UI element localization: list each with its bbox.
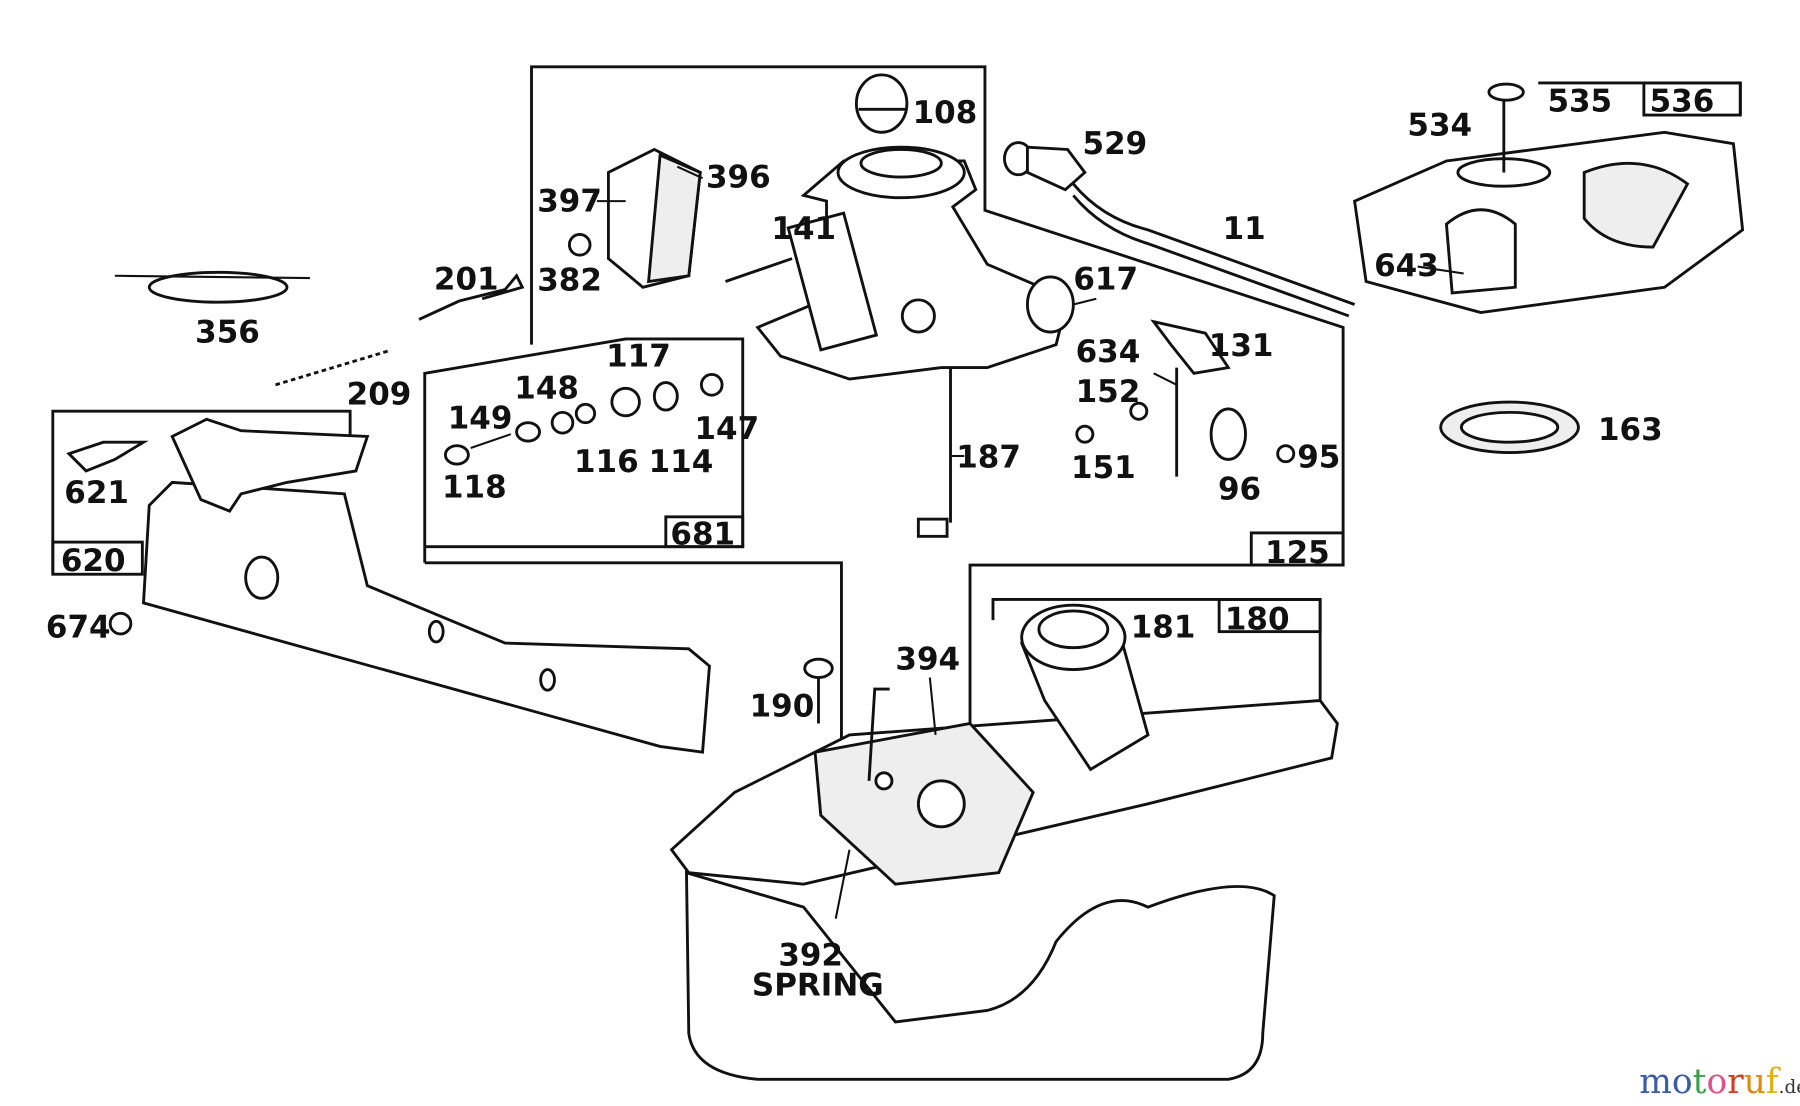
- callout: 96: [1218, 472, 1261, 508]
- callout: 187: [956, 439, 1021, 475]
- callout: 356: [195, 314, 260, 350]
- screw-190: [803, 657, 834, 724]
- callout: 114: [649, 444, 714, 480]
- box-681: [664, 515, 745, 549]
- callout: 148: [514, 371, 579, 407]
- leader-lines: [596, 165, 1464, 919]
- group-outline-tank-link: [424, 561, 843, 758]
- fuel-tank: [669, 603, 1339, 1081]
- callout: 152: [1076, 374, 1141, 410]
- wm-letter: t: [1693, 1062, 1707, 1102]
- wm-letter: r: [1727, 1062, 1744, 1102]
- watermark-logo: motoruf.de: [1639, 1062, 1800, 1102]
- choke-assembly: [1075, 319, 1296, 477]
- wm-suffix: .de: [1779, 1077, 1800, 1098]
- callout: 201: [434, 262, 499, 298]
- throttle-plate-108: [854, 73, 909, 134]
- float-396: [606, 147, 702, 289]
- elbow-529: [1003, 141, 1087, 192]
- callout: 141: [771, 211, 836, 247]
- screw-382: [567, 233, 592, 257]
- box-label: 620: [61, 543, 126, 579]
- callout: 118: [442, 469, 507, 505]
- callout: 397: [537, 183, 602, 219]
- shaft-141: [725, 257, 793, 283]
- wm-letter: m: [1639, 1062, 1672, 1102]
- box-620: [51, 540, 144, 576]
- group-outline-180: [991, 598, 1322, 701]
- box-180: [1217, 598, 1322, 634]
- callout: 394: [895, 642, 960, 678]
- fuel-line-11: [1072, 183, 1356, 306]
- callout: 534: [1407, 108, 1472, 144]
- fuel-line-11-edge: [1072, 194, 1350, 318]
- callout: 529: [1083, 126, 1148, 162]
- group-outline-620: [51, 409, 352, 575]
- box-label: 180: [1225, 601, 1290, 637]
- wm-letter: f: [1766, 1062, 1781, 1102]
- wm-letter: o: [1672, 1062, 1693, 1102]
- screw-674: [108, 611, 133, 636]
- callout: 116: [574, 444, 639, 480]
- callout: 147: [695, 411, 760, 447]
- callout: 11: [1223, 211, 1266, 247]
- callout: 209: [347, 376, 412, 412]
- callout: 621: [64, 475, 129, 511]
- link-rod: [867, 687, 890, 781]
- needle-valve-parts: [443, 373, 724, 466]
- wm-letter: u: [1744, 1062, 1766, 1102]
- spring-209: [275, 349, 391, 387]
- callout: 634: [1076, 334, 1141, 370]
- gasket-356: [114, 270, 310, 304]
- callout: 108: [913, 95, 978, 131]
- air-cleaner: [1353, 82, 1745, 314]
- box-label: 681: [670, 516, 735, 552]
- callout: 674: [46, 609, 111, 645]
- callout: 163: [1598, 412, 1663, 448]
- callout: 382: [537, 263, 602, 299]
- callout: 535: [1547, 84, 1612, 120]
- group-outline-carburetor: [530, 65, 1345, 758]
- control-bracket-620: [66, 417, 711, 754]
- callout: 117: [606, 338, 671, 374]
- callout: 392: [778, 938, 843, 974]
- callout: 151: [1071, 450, 1136, 486]
- box-125: [1249, 531, 1345, 567]
- carburetor-body: [755, 145, 1075, 538]
- callout-labels: 108 396 397 382 201 141 529 11 617 634 1…: [46, 84, 1714, 1004]
- callout: 396: [706, 159, 771, 195]
- callout: 131: [1209, 328, 1274, 364]
- callout: 190: [750, 689, 815, 725]
- callout: 617: [1073, 262, 1138, 298]
- callout: 181: [1131, 609, 1196, 645]
- box-label: 536: [1650, 84, 1715, 120]
- clip-621: [66, 440, 149, 473]
- callout: 95: [1297, 439, 1340, 475]
- box-label: 125: [1265, 535, 1330, 571]
- callout: 149: [448, 400, 513, 436]
- washer-163: [1439, 400, 1580, 454]
- callout: 643: [1374, 248, 1439, 284]
- box-536: [1642, 81, 1742, 117]
- wm-letter: o: [1707, 1062, 1728, 1102]
- callout: SPRING: [752, 968, 884, 1004]
- link-201: [418, 273, 525, 321]
